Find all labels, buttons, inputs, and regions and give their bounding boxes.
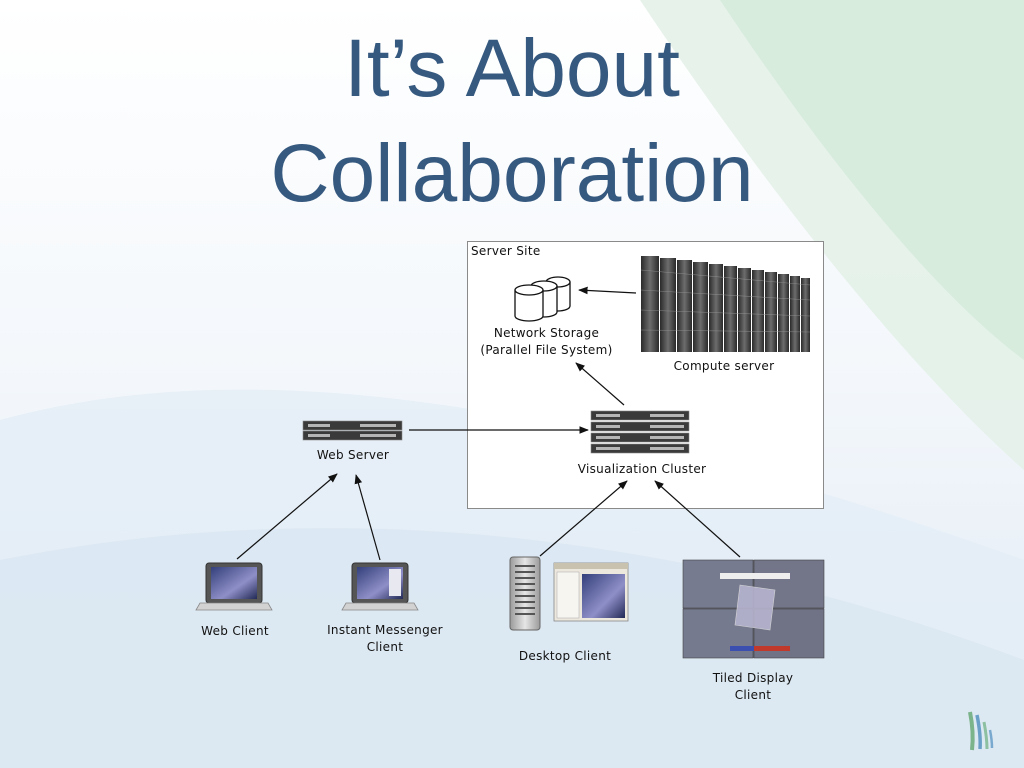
web-client-laptop-icon bbox=[195, 562, 273, 611]
web-server-image bbox=[302, 420, 403, 441]
network-storage-icon bbox=[514, 276, 571, 322]
arrow-tiled-to-vizcluster bbox=[654, 480, 741, 558]
web-server-label: Web Server bbox=[316, 448, 390, 462]
slide-title-line2: Collaboration bbox=[270, 128, 754, 219]
desktop-client-icon bbox=[509, 556, 629, 631]
diagram-arrows bbox=[236, 286, 741, 561]
tiled-display-label-line2: Client bbox=[734, 688, 772, 702]
arrow-webclient-to-webserver bbox=[236, 473, 338, 560]
visualization-cluster-label: Visualization Cluster bbox=[577, 462, 707, 476]
desktop-client-label: Desktop Client bbox=[518, 649, 612, 663]
tiled-display-client-icon bbox=[682, 559, 825, 659]
visualization-cluster-image bbox=[590, 410, 690, 454]
arrow-compute-to-storage bbox=[578, 286, 637, 295]
network-storage-label-line1: Network Storage bbox=[493, 326, 600, 340]
arrow-desktop-to-vizcluster bbox=[539, 480, 628, 557]
arrow-imclient-to-webserver bbox=[354, 474, 381, 561]
swoosh-green-2 bbox=[720, 0, 1024, 360]
compute-server-image bbox=[636, 253, 812, 353]
arrow-vizcluster-to-storage bbox=[575, 362, 625, 406]
im-client-label-line2: Client bbox=[366, 640, 404, 654]
compute-server-label: Compute server bbox=[673, 359, 775, 373]
slide-title-line1: It’s About bbox=[344, 23, 680, 114]
web-client-label: Web Client bbox=[201, 624, 269, 638]
tiled-display-label-line1: Tiled Display bbox=[712, 671, 794, 685]
im-client-label-line1: Instant Messenger bbox=[327, 623, 443, 637]
instant-messenger-laptop-icon bbox=[341, 562, 419, 611]
server-site-label: Server Site bbox=[471, 244, 541, 258]
network-storage-label-line2: (Parallel File System) bbox=[480, 343, 613, 357]
corner-logo bbox=[968, 711, 994, 751]
